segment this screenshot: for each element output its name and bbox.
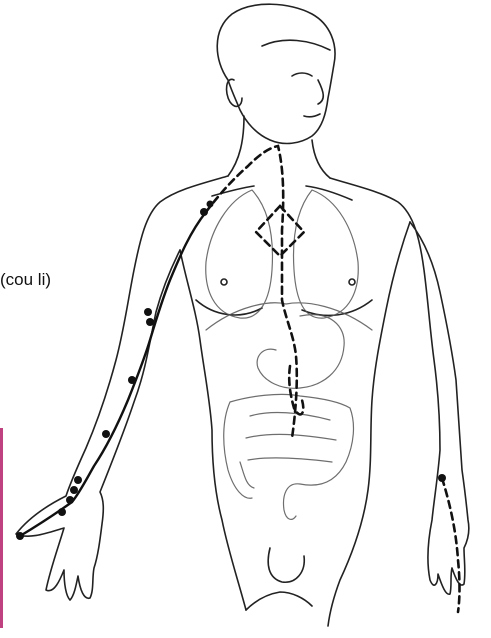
acupoint <box>144 308 152 316</box>
acupoint <box>128 376 136 384</box>
appendix <box>240 462 254 488</box>
lung-right <box>294 190 359 318</box>
clavicle-right <box>306 186 352 200</box>
acupoint <box>58 508 66 516</box>
eye <box>292 73 312 76</box>
acupoint <box>74 476 82 484</box>
torso-right <box>328 222 410 626</box>
acupoint <box>207 201 214 208</box>
torso-left <box>180 250 246 610</box>
acupoint <box>438 474 446 482</box>
lung-left <box>206 190 273 318</box>
meridian-label: (cou li) <box>0 270 51 290</box>
hair-line <box>262 40 330 50</box>
acupoint <box>66 496 74 504</box>
body-right-outline <box>330 178 469 594</box>
meridian-arm-solid <box>20 212 206 536</box>
genitals <box>268 548 304 582</box>
edge-accent-bar <box>0 428 3 628</box>
neck-right <box>312 140 330 178</box>
body-left-outline <box>16 176 228 600</box>
acupoint <box>102 430 110 438</box>
pectoral-left <box>196 300 262 315</box>
acupoint <box>70 486 78 494</box>
acupoint <box>146 318 154 326</box>
stomach <box>257 315 344 389</box>
nipple-right <box>349 279 355 285</box>
acupoint <box>200 208 208 216</box>
mouth <box>304 114 320 117</box>
meridian-heart-diamond <box>256 206 304 256</box>
pelvis <box>246 592 312 610</box>
neck-left <box>228 116 244 176</box>
nose <box>318 80 323 104</box>
small-intestine <box>246 413 336 462</box>
clavicle-left <box>212 186 254 196</box>
nipple-left <box>221 279 227 285</box>
head-outline <box>217 4 335 143</box>
acupoint <box>16 532 24 540</box>
